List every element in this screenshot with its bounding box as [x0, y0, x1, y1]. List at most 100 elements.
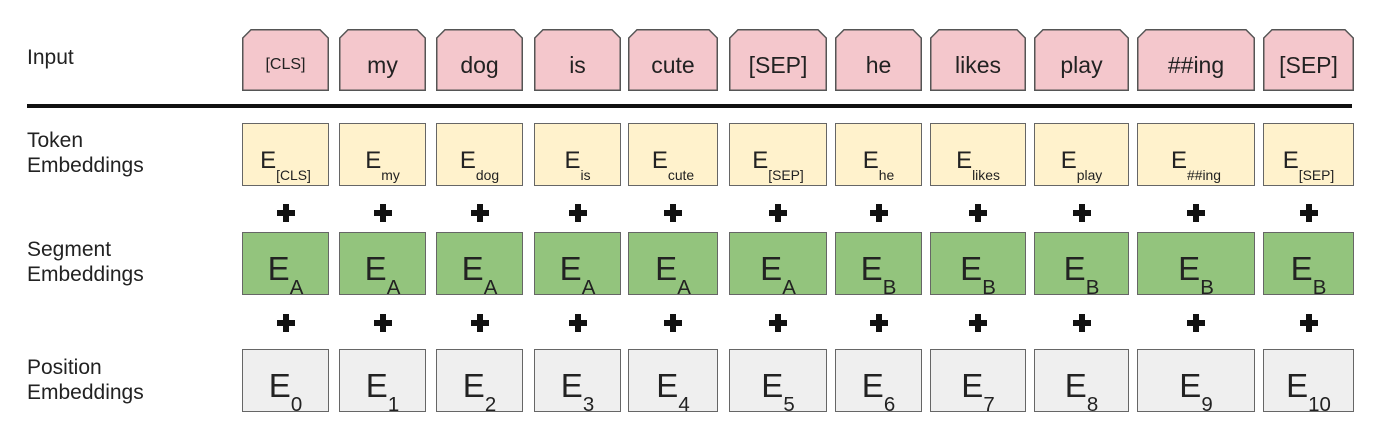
input-token-border — [1263, 29, 1354, 91]
input-token-outline — [339, 29, 426, 91]
token-embedding-base: E — [1170, 147, 1187, 174]
token-embedding: E##ing — [1137, 123, 1255, 186]
row-label-input: Input — [27, 46, 74, 69]
input-token: [SEP] — [729, 29, 827, 91]
input-token-border — [930, 29, 1026, 91]
input-token-border-shape — [729, 29, 827, 91]
plus-icon — [470, 314, 489, 332]
input-token-outline — [729, 29, 827, 91]
input-token-border — [242, 29, 329, 91]
input-token-label: [SEP] — [748, 51, 808, 78]
input-token: is — [534, 29, 621, 91]
input-token-border-shape — [242, 29, 329, 91]
input-token-outline — [930, 29, 1026, 91]
input-token-outline — [628, 29, 718, 91]
segment-embedding-base: E — [760, 250, 783, 287]
token-embedding-base: E — [862, 147, 879, 174]
position-embedding-base: E — [861, 367, 884, 404]
input-token-label: cute — [651, 51, 695, 78]
plus-icon — [373, 314, 392, 332]
token-embedding-base: E — [1282, 147, 1299, 174]
plus-icon — [568, 204, 587, 222]
row-label-segment-embeddings: Segment Embeddings — [27, 238, 144, 286]
plus-icon — [869, 204, 888, 222]
plus-icon — [1187, 204, 1205, 222]
token-embedding: E[SEP] — [729, 123, 827, 186]
plus-icon — [1299, 314, 1318, 332]
input-token-label: he — [865, 51, 892, 78]
token-embedding-base: E — [459, 147, 476, 174]
input-token-border-shape — [436, 29, 523, 91]
plus-icon — [969, 204, 987, 222]
plus-icon — [470, 204, 489, 222]
plus-icon — [969, 314, 987, 332]
token-embedding-base: E — [1060, 147, 1077, 174]
segment-embedding-base: E — [267, 250, 290, 287]
token-embedding: E[CLS] — [242, 123, 329, 186]
input-token-outline — [436, 29, 523, 91]
divider-line — [27, 104, 1352, 108]
position-embedding-base: E — [1179, 367, 1202, 404]
token-embedding-base: E — [651, 147, 668, 174]
position-embedding-base: E — [961, 367, 984, 404]
input-token-label: my — [367, 51, 398, 78]
segment-embedding-base: E — [860, 250, 883, 287]
segment-embedding-base: E — [1063, 250, 1086, 287]
segment-embedding-base: E — [364, 250, 387, 287]
token-embedding-base: E — [564, 147, 581, 174]
segment-embedding-base: E — [1290, 250, 1313, 287]
row-label-token-embeddings: Token Embeddings — [27, 129, 144, 177]
input-token-outline — [1263, 29, 1354, 91]
position-embedding-base: E — [1286, 367, 1309, 404]
input-token-border — [729, 29, 827, 91]
plus-icon — [1187, 314, 1205, 332]
token-embedding-base: E — [752, 147, 769, 174]
input-token-border-shape — [930, 29, 1026, 91]
input-token-border-shape — [339, 29, 426, 91]
row-label-position-embeddings: Position Embeddings — [27, 356, 144, 404]
input-token-border-shape — [1034, 29, 1129, 91]
plus-icon — [1299, 204, 1318, 222]
input-token-border — [339, 29, 426, 91]
input-token-border — [534, 29, 621, 91]
input-token: cute — [628, 29, 718, 91]
input-token-label: [CLS] — [265, 56, 306, 73]
input-token-border-shape — [628, 29, 718, 91]
input-token-label: likes — [954, 51, 1001, 78]
input-token-border — [835, 29, 922, 91]
input-token-label: is — [569, 51, 586, 78]
input-token-border-shape — [534, 29, 621, 91]
token-embedding-base: E — [956, 147, 973, 174]
position-embedding-base: E — [761, 367, 784, 404]
plus-icon — [568, 314, 587, 332]
input-token-outline — [534, 29, 621, 91]
plus-icon — [869, 314, 888, 332]
plus-icon — [664, 314, 682, 332]
position-embedding-base: E — [1064, 367, 1087, 404]
position-embedding-base: E — [268, 367, 291, 404]
plus-icon — [373, 204, 392, 222]
input-token-border-shape — [835, 29, 922, 91]
position-embedding-base: E — [365, 367, 388, 404]
